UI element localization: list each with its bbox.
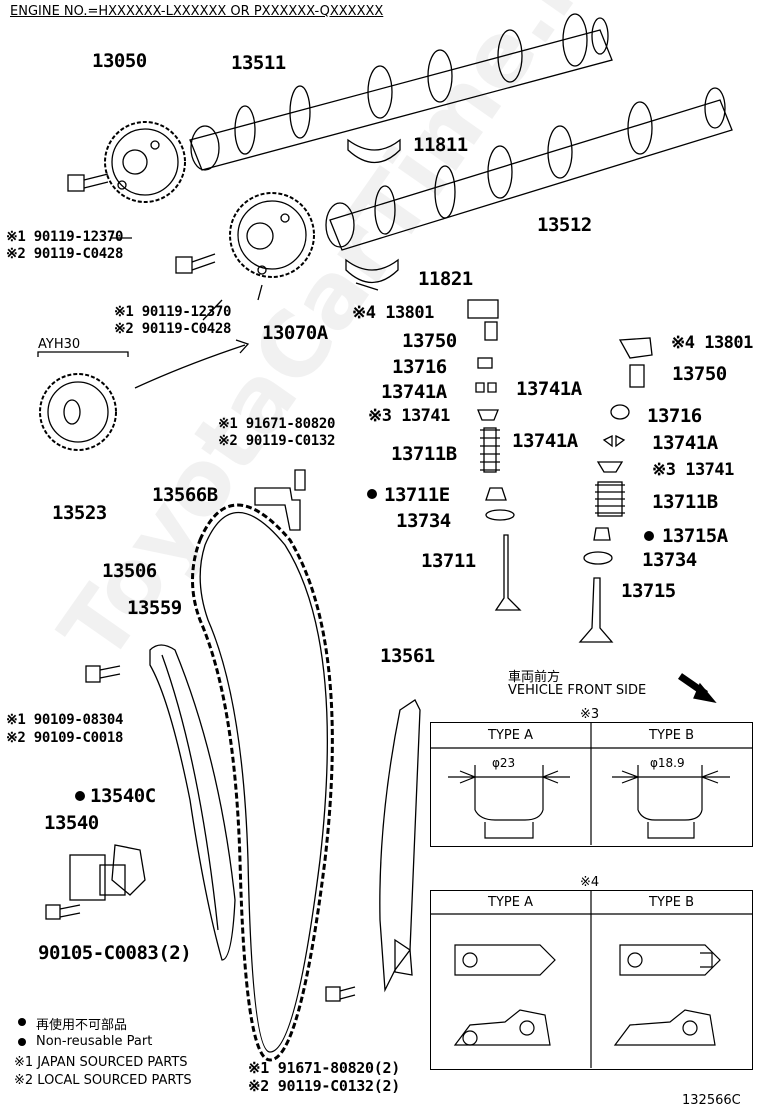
part-13741a-left-2[interactable]: 13741A [516, 378, 582, 400]
bolt-13561-japan[interactable]: ※1 91671-80820(2) [248, 1059, 400, 1077]
part-13801-left[interactable]: ※4 13801 [352, 303, 434, 323]
part-13741-left[interactable]: ※3 13741 [368, 406, 450, 426]
part-13512[interactable]: 13512 [537, 214, 592, 236]
part-13734-right[interactable]: 13734 [642, 549, 697, 571]
table4 [430, 890, 753, 1070]
tensioner-13540 [69, 844, 146, 901]
bolt-13050-japan[interactable]: ※1 90119-12370 [6, 229, 124, 245]
chain-guide-13559 [149, 644, 236, 961]
bolt-13559-local[interactable]: ※2 90109-C0018 [6, 730, 124, 746]
chain-guide-13561 [379, 699, 421, 993]
engine-number-header: ENGINE NO.=HXXXXXX-LXXXXXX OR PXXXXXX-QX… [10, 4, 384, 19]
part-11821[interactable]: 11821 [418, 268, 473, 290]
part-13711b-right[interactable]: 13711B [652, 491, 718, 513]
legend-nonreusable: Non-reusable Part [36, 1034, 153, 1049]
part-11811[interactable]: 11811 [413, 134, 468, 156]
vvt-gear-13050 [104, 121, 186, 203]
ayh30-label: AYH30 [38, 337, 81, 352]
bolt-90119-a [67, 173, 109, 192]
part-13711b-left[interactable]: 13711B [391, 443, 457, 465]
part-13741a-right-1[interactable]: 13741A [512, 430, 578, 452]
table4-type-a: TYPE A [488, 895, 533, 910]
vvt-gear-13070a [229, 192, 315, 278]
camshaft-13511 [189, 13, 613, 171]
bolt-13566b-local[interactable]: ※2 90119-C0132 [218, 433, 336, 449]
part-13734-left[interactable]: 13734 [396, 510, 451, 532]
part-13715a[interactable]: 13715A [662, 525, 728, 547]
bolt-13566b-japan[interactable]: ※1 91671-80820 [218, 416, 336, 432]
table3-dim-b: φ18.9 [650, 756, 685, 770]
bolt-90119-b [175, 253, 216, 274]
table4-type-b: TYPE B [649, 895, 694, 910]
part-13741-right[interactable]: ※3 13741 [652, 460, 734, 480]
part-13050[interactable]: 13050 [92, 50, 147, 72]
bolt-13070a-japan[interactable]: ※1 90119-12370 [114, 304, 232, 320]
part-13741a-right-2[interactable]: 13741A [652, 432, 718, 454]
legend-local: ※2 LOCAL SOURCED PARTS [14, 1073, 192, 1088]
vehicle-front-jp: 車両前方 [508, 670, 561, 685]
valve-stack-right [578, 337, 653, 643]
timing-chain-13506 [191, 503, 334, 1062]
valve-stack-left [467, 299, 522, 611]
part-13711e[interactable]: 13711E [384, 484, 450, 506]
part-13750-left[interactable]: 13750 [402, 330, 457, 352]
part-13750-right[interactable]: 13750 [672, 363, 727, 385]
part-13523[interactable]: 13523 [52, 502, 107, 524]
table3-type-a: TYPE A [488, 728, 533, 743]
legend-japan: ※1 JAPAN SOURCED PARTS [14, 1055, 188, 1070]
part-13559[interactable]: 13559 [127, 597, 182, 619]
part-13715[interactable]: 13715 [621, 580, 676, 602]
bolt-13561-local[interactable]: ※2 90119-C0132(2) [248, 1077, 400, 1095]
vehicle-front-en: VEHICLE FRONT SIDE [508, 683, 647, 698]
figure-id: 132566C [682, 1093, 741, 1108]
part-13070a[interactable]: 13070A [262, 322, 328, 344]
legend-jp: 再使用不可部品 [36, 1018, 128, 1033]
part-13561[interactable]: 13561 [380, 645, 435, 667]
bolt-13050-local[interactable]: ※2 90119-C0428 [6, 246, 124, 262]
camshaft-13512 [325, 87, 733, 251]
part-13716-right[interactable]: 13716 [647, 405, 702, 427]
table3-dim-a: φ23 [492, 756, 516, 770]
part-13566b[interactable]: 13566B [152, 484, 218, 506]
table3-type-b: TYPE B [649, 728, 694, 743]
part-13716-left[interactable]: 13716 [392, 356, 447, 378]
sprocket-13523 [39, 373, 117, 451]
part-13506[interactable]: 13506 [102, 560, 157, 582]
part-13511[interactable]: 13511 [231, 52, 286, 74]
bolt-13070a-local[interactable]: ※2 90119-C0428 [114, 321, 232, 337]
part-13801-right[interactable]: ※4 13801 [671, 333, 753, 353]
part-13540c[interactable]: 13540C [90, 785, 156, 807]
table3-mark: ※3 [580, 707, 600, 722]
table4-mark: ※4 [580, 875, 600, 890]
bolt-13540[interactable]: 90105-C0083(2) [38, 942, 192, 964]
part-13540[interactable]: 13540 [44, 812, 99, 834]
table3 [430, 722, 753, 847]
part-13741a-left-1[interactable]: 13741A [381, 381, 447, 403]
part-13711[interactable]: 13711 [421, 550, 476, 572]
bolt-13559-japan[interactable]: ※1 90109-08304 [6, 712, 124, 728]
